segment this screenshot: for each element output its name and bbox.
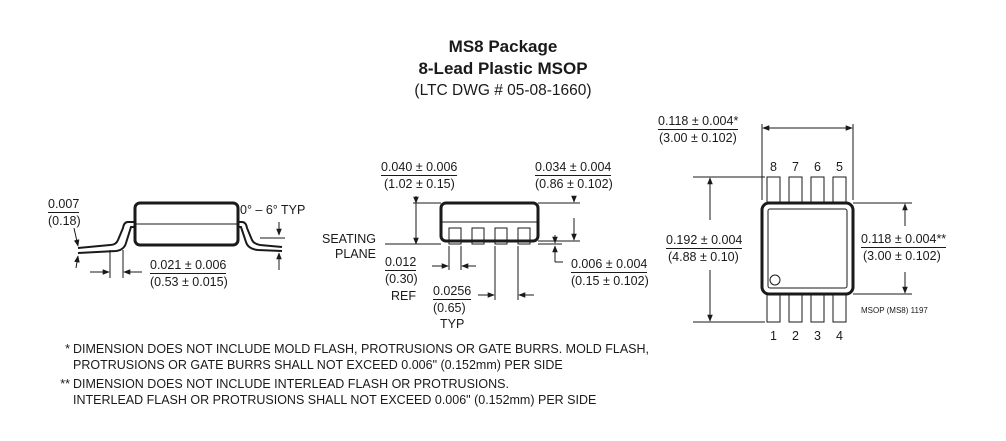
pin-3-label: 3: [814, 329, 821, 343]
seating-plane-label-2: PLANE: [335, 247, 376, 261]
package-title: MS8 Package: [448, 37, 558, 56]
drawing-code: MSOP (MS8) 1197: [861, 306, 928, 315]
standoff-mm: (0.15 ± 0.102): [571, 274, 649, 288]
note-1-line-2: PROTRUSIONS OR GATE BURRS SHALL NOT EXCE…: [73, 358, 563, 372]
body-height-inch: 0.034 ± 0.004: [535, 160, 612, 176]
lead-thickness-inch: 0.007: [48, 197, 80, 213]
top-view-body: [760, 201, 855, 296]
package-length-mm: (3.00 ± 0.102): [659, 131, 737, 145]
end-view: [385, 195, 580, 300]
package-subtitle: 8-Lead Plastic MSOP: [418, 59, 588, 78]
pin-5-label: 5: [836, 160, 843, 174]
foot-length-inch: 0.021 ± 0.006: [150, 258, 227, 274]
pin-4-label: 4: [836, 329, 843, 343]
lead-angle: 0° – 6° TYP: [240, 203, 306, 217]
note-2-line-2: INTERLEAD FLASH OR PROTRUSIONS SHALL NOT…: [73, 393, 597, 407]
body-width-mm: (3.00 ± 0.102): [863, 249, 941, 263]
side-view-left-lead: [77, 221, 135, 249]
drawing-reference: (LTC DWG # 05-08-1660): [414, 82, 592, 99]
note-1-line-1: DIMENSION DOES NOT INCLUDE MOLD FLASH, P…: [73, 342, 650, 356]
foot-length-mm: (0.53 ± 0.015): [150, 275, 228, 289]
pitch-inch: 0.0256: [433, 284, 472, 300]
lead-width-ref: REF: [391, 289, 416, 303]
overall-height-inch: 0.040 ± 0.006: [381, 160, 458, 176]
overall-width-inch: 0.192 ± 0.004: [666, 233, 743, 249]
body-width-inch: 0.118 ± 0.004**: [861, 232, 947, 248]
note-1-marker: *: [65, 342, 70, 356]
standoff-inch: 0.006 ± 0.004: [571, 257, 648, 273]
overall-width-mm: (4.88 ± 0.10): [668, 250, 739, 264]
pitch-typ: TYP: [440, 317, 465, 331]
package-length-inch: 0.118 ± 0.004*: [658, 114, 739, 130]
seating-plane-label-1: SEATING: [322, 232, 376, 246]
note-2-line-1: DIMENSION DOES NOT INCLUDE INTERLEAD FLA…: [73, 377, 509, 391]
lead-thickness-mm: (0.18): [48, 214, 81, 228]
lead-width-mm: (0.30): [385, 272, 418, 286]
pin-8-label: 8: [770, 160, 777, 174]
body-height-mm: (0.86 ± 0.102): [535, 177, 613, 191]
lead-width-inch: 0.012: [385, 255, 417, 271]
side-view: [73, 201, 285, 278]
pitch-mm: (0.65): [433, 301, 466, 315]
top-view: [693, 124, 912, 323]
pin-2-label: 2: [792, 329, 799, 343]
pin-1-label: 1: [770, 329, 777, 343]
side-view-right-lead: [238, 221, 283, 248]
pin-7-label: 7: [792, 160, 799, 174]
overall-height-mm: (1.02 ± 0.15): [384, 177, 455, 191]
pin1-indicator: [769, 274, 781, 286]
pin-6-label: 6: [814, 160, 821, 174]
note-2-marker: **: [60, 377, 70, 391]
